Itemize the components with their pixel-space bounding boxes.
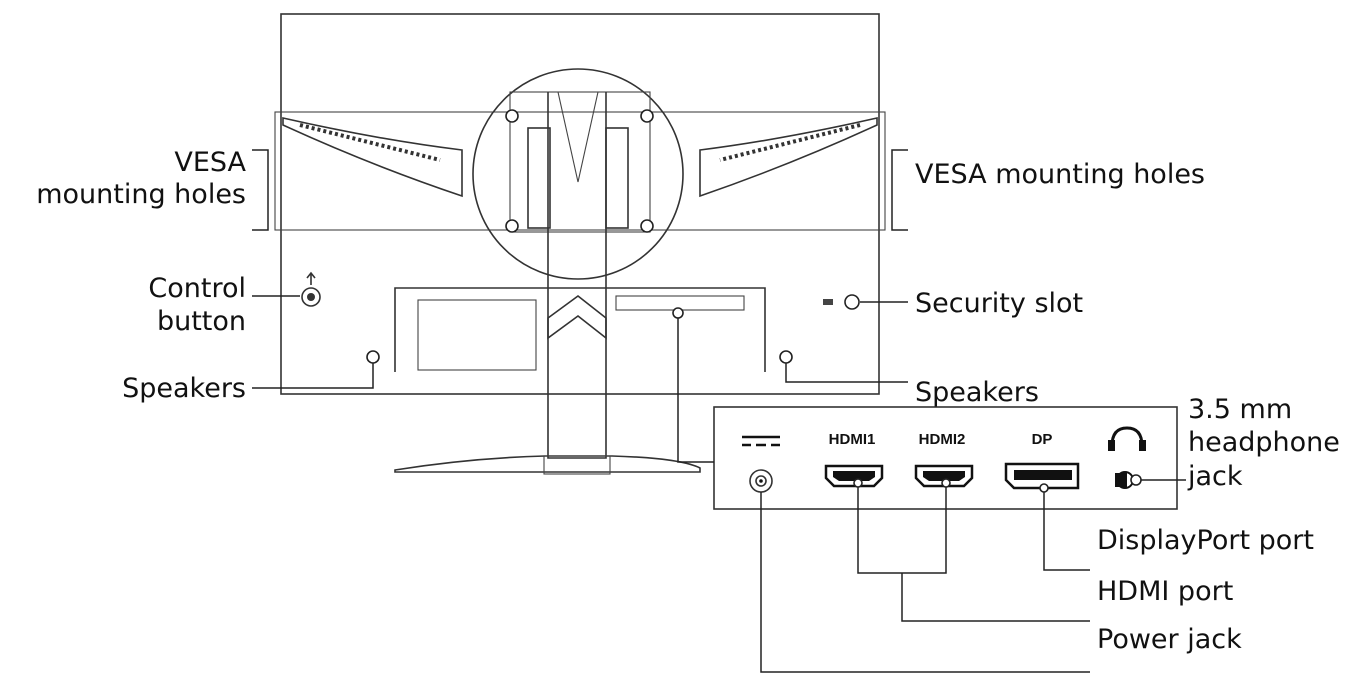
monitor-body xyxy=(280,13,880,395)
stand-foot xyxy=(543,455,611,475)
hdmi1-port-inner xyxy=(833,471,875,481)
stand-neck-inner xyxy=(557,91,599,183)
label-power-jack: Power jack xyxy=(1097,624,1242,655)
vent-band xyxy=(274,111,886,231)
stand-neck xyxy=(547,92,607,459)
security-slot-graphic xyxy=(823,294,860,310)
hdmi1-port xyxy=(824,464,884,488)
stand-chevron xyxy=(547,294,607,340)
headphone-icon xyxy=(1110,426,1144,447)
leader-hdmi xyxy=(901,573,1090,622)
dc-power-icon xyxy=(742,435,780,447)
label-speakers-right: Speakers xyxy=(915,377,1039,408)
label-control-line1: Control xyxy=(148,273,246,304)
leader-port-panel xyxy=(677,318,714,463)
headphone-jack-graphic xyxy=(1115,471,1142,489)
callout-labels: VESA mounting holes VESA mounting holes … xyxy=(36,147,1340,655)
leader-displayport xyxy=(1043,488,1090,571)
vesa-hole-bottom-right xyxy=(640,219,654,233)
hdmi2-port-inner xyxy=(923,471,965,481)
vent-wing-left xyxy=(282,116,463,198)
hdmi2-label: HDMI2 xyxy=(919,431,966,448)
label-speakers-left: Speakers xyxy=(122,373,246,404)
stand xyxy=(394,91,701,475)
label-security-slot: Security slot xyxy=(915,288,1083,319)
vent-wing-right xyxy=(699,116,878,198)
leader-speakers-left xyxy=(252,363,374,389)
label-vesa-left-line1: VESA xyxy=(174,147,246,178)
vesa-hole-top-left xyxy=(505,109,519,123)
label-hdmi-port: HDMI port xyxy=(1097,576,1233,607)
lower-recess xyxy=(394,287,766,372)
vesa-hole-top-right xyxy=(640,109,654,123)
label-headphone-line1: 3.5 mm xyxy=(1188,394,1292,425)
speaker-hole-right xyxy=(779,350,793,364)
leader-speakers-right xyxy=(785,363,908,383)
dp-port-inner xyxy=(1014,470,1072,480)
vent-slots-left xyxy=(299,123,441,162)
label-vesa-left-line2: mounting holes xyxy=(36,179,246,210)
leader-hdmi-bracket xyxy=(857,483,947,574)
power-jack-graphic xyxy=(749,469,773,493)
label-control-line2: button xyxy=(157,306,246,337)
hdmi2-port xyxy=(914,464,974,488)
leader-vesa-right xyxy=(891,149,908,231)
vent-slots-right xyxy=(719,123,861,162)
control-button-graphic xyxy=(301,271,321,307)
plate-slot-right xyxy=(605,127,629,229)
vesa-hole-bottom-left xyxy=(505,219,519,233)
label-headphone-line3: jack xyxy=(1187,461,1243,492)
dp-label: DP xyxy=(1032,431,1053,448)
hdmi1-label: HDMI1 xyxy=(829,431,876,448)
lower-recess-left xyxy=(417,299,537,371)
monitor-back xyxy=(274,13,886,395)
label-vesa-right: VESA mounting holes xyxy=(915,159,1205,190)
port-panel: HDMI1 HDMI2 DP xyxy=(713,406,1178,510)
label-headphone-line2: headphone xyxy=(1188,427,1340,458)
mount-circle xyxy=(472,68,684,280)
plate-slot-left xyxy=(527,127,551,229)
speaker-hole-left xyxy=(366,350,380,364)
leader-lines xyxy=(252,149,1186,673)
leader-power-jack xyxy=(760,492,1090,673)
label-displayport-port: DisplayPort port xyxy=(1097,525,1314,556)
leader-vesa-left xyxy=(252,149,269,231)
vesa-plate xyxy=(509,91,651,233)
